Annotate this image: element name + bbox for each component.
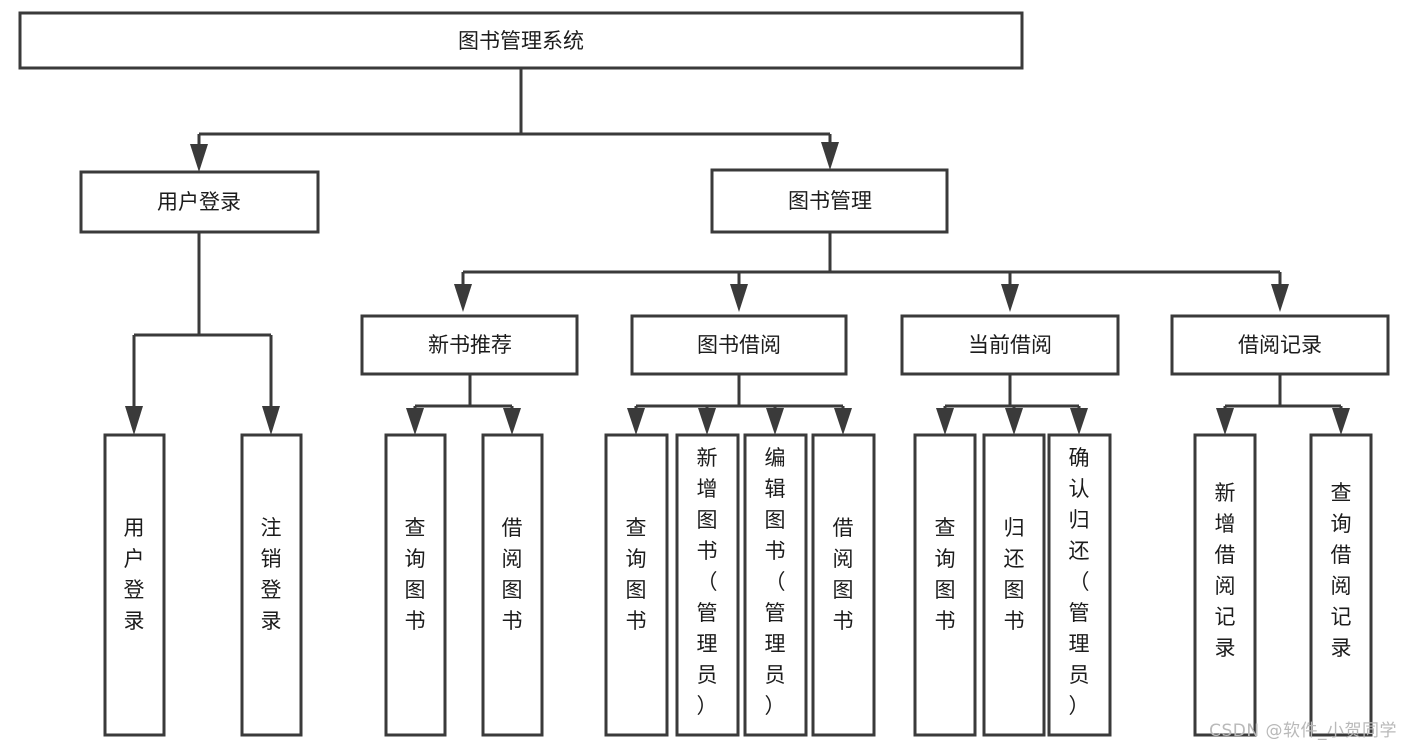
arrow-head-leaf-query-book-1 <box>406 408 424 435</box>
node-leaf-borrow-book-1-label: 借阅图书 <box>502 516 523 633</box>
node-leaf-query-book-2-label: 查询图书 <box>626 516 647 633</box>
node-book-manage[interactable]: 图书管理 <box>710 168 949 234</box>
node-leaf-query-book-3[interactable]: 查询图书 <box>913 433 977 737</box>
arrow-head-leaf-confirm-return <box>1070 408 1088 435</box>
connector-group-root <box>190 68 839 172</box>
node-leaf-query-book-1-label: 查询图书 <box>405 516 426 633</box>
node-root-box[interactable] <box>18 11 1024 70</box>
node-root[interactable]: 图书管理系统 <box>18 11 1024 70</box>
node-leaf-confirm-return-label: 确认归还（管理员） <box>1069 446 1090 718</box>
arrow-head-new-book-recommend <box>454 284 472 312</box>
node-book-borrow-label: 图书借阅 <box>697 333 781 357</box>
arrow-head-borrow-record <box>1271 284 1289 312</box>
node-book-manage-label: 图书管理 <box>788 189 872 213</box>
arrow-head-leaf-edit-book <box>766 408 784 435</box>
arrow-head-leaf-borrow-book-1 <box>503 408 521 435</box>
node-leaf-query-book-2-box[interactable] <box>604 433 669 737</box>
node-new-book-recommend-box[interactable] <box>360 314 579 376</box>
node-leaf-return-book-box[interactable] <box>982 433 1046 737</box>
connector-group-book-borrow <box>627 374 852 435</box>
node-leaf-confirm-return[interactable]: 确认归还（管理员） <box>1047 433 1112 737</box>
watermark-text: CSDN @软件_小贺同学 <box>1209 721 1397 741</box>
node-leaf-borrow-book-2-label: 借阅图书 <box>833 516 854 633</box>
node-leaf-query-record-label: 查询借阅记录 <box>1331 481 1352 660</box>
node-user-login-label: 用户登录 <box>157 190 241 214</box>
node-borrow-record-box[interactable] <box>1170 314 1390 376</box>
node-leaf-borrow-book-2-box[interactable] <box>811 433 876 737</box>
node-book-manage-box[interactable] <box>710 168 949 234</box>
node-borrow-record-label: 借阅记录 <box>1238 333 1322 357</box>
node-user-login[interactable]: 用户登录 <box>79 170 320 234</box>
connector-group-new-book-recommend <box>406 374 521 435</box>
connector-group-borrow-record <box>1216 374 1350 435</box>
node-leaf-user-logout-label: 注销登录 <box>261 516 282 633</box>
arrow-head-leaf-user-logout <box>262 406 280 435</box>
node-leaf-return-book-label: 归还图书 <box>1004 516 1025 633</box>
node-leaf-query-record[interactable]: 查询借阅记录 <box>1309 433 1373 737</box>
node-leaf-borrow-book-2[interactable]: 借阅图书 <box>811 433 876 737</box>
node-leaf-query-book-3-box[interactable] <box>913 433 977 737</box>
arrow-head-leaf-add-book <box>698 408 716 435</box>
node-leaf-query-record-box[interactable] <box>1309 433 1373 737</box>
node-user-login-box[interactable] <box>79 170 320 234</box>
node-leaf-add-record-box[interactable] <box>1193 433 1257 737</box>
node-leaf-add-record[interactable]: 新增借阅记录 <box>1193 433 1257 737</box>
arrow-head-leaf-return-book <box>1005 408 1023 435</box>
arrow-head-leaf-query-record <box>1332 408 1350 435</box>
node-leaf-borrow-book-1-box[interactable] <box>481 433 544 737</box>
node-leaf-add-book-box[interactable] <box>675 433 740 737</box>
node-leaf-return-book[interactable]: 归还图书 <box>982 433 1046 737</box>
node-leaf-query-book-1[interactable]: 查询图书 <box>384 433 447 737</box>
arrow-head-leaf-add-record <box>1216 408 1234 435</box>
arrow-head-current-borrow <box>1001 284 1019 312</box>
arrow-head-user-login <box>190 144 208 172</box>
node-leaf-add-record-label: 新增借阅记录 <box>1215 481 1236 660</box>
arrow-head-book-borrow <box>730 284 748 312</box>
node-leaf-query-book-2[interactable]: 查询图书 <box>604 433 669 737</box>
node-current-borrow[interactable]: 当前借阅 <box>900 314 1120 376</box>
node-leaf-add-book[interactable]: 新增图书（管理员） <box>675 433 740 737</box>
node-leaf-user-logout[interactable]: 注销登录 <box>240 433 303 737</box>
node-leaf-edit-book-box[interactable] <box>743 433 808 737</box>
connector-group-current-borrow <box>936 374 1088 435</box>
node-borrow-record[interactable]: 借阅记录 <box>1170 314 1390 376</box>
node-leaf-user-login-label: 用户登录 <box>124 516 145 633</box>
node-leaf-user-login-box[interactable] <box>103 433 166 737</box>
node-leaf-query-book-1-box[interactable] <box>384 433 447 737</box>
node-leaf-query-book-3-label: 查询图书 <box>935 516 956 633</box>
connector-group-user-login <box>125 232 280 435</box>
node-new-book-recommend[interactable]: 新书推荐 <box>360 314 579 376</box>
arrow-head-leaf-borrow-book-2 <box>834 408 852 435</box>
node-leaf-add-book-label: 新增图书（管理员） <box>697 446 718 718</box>
node-root-label: 图书管理系统 <box>458 29 584 53</box>
arrow-head-leaf-query-book-2 <box>627 408 645 435</box>
node-leaf-edit-book[interactable]: 编辑图书（管理员） <box>743 433 808 737</box>
node-new-book-recommend-label: 新书推荐 <box>428 333 512 357</box>
arrow-head-leaf-user-login <box>125 406 143 435</box>
node-current-borrow-box[interactable] <box>900 314 1120 376</box>
arrow-head-book-manage <box>821 142 839 170</box>
node-current-borrow-label: 当前借阅 <box>968 333 1052 357</box>
node-leaf-user-login[interactable]: 用户登录 <box>103 433 166 737</box>
node-leaf-confirm-return-box[interactable] <box>1047 433 1112 737</box>
node-leaf-user-logout-box[interactable] <box>240 433 303 737</box>
node-book-borrow[interactable]: 图书借阅 <box>630 314 848 376</box>
node-leaf-edit-book-label: 编辑图书（管理员） <box>765 446 786 718</box>
node-book-borrow-box[interactable] <box>630 314 848 376</box>
arrow-head-leaf-query-book-3 <box>936 408 954 435</box>
node-leaf-borrow-book-1[interactable]: 借阅图书 <box>481 433 544 737</box>
connector-group-book-manage <box>454 232 1289 312</box>
